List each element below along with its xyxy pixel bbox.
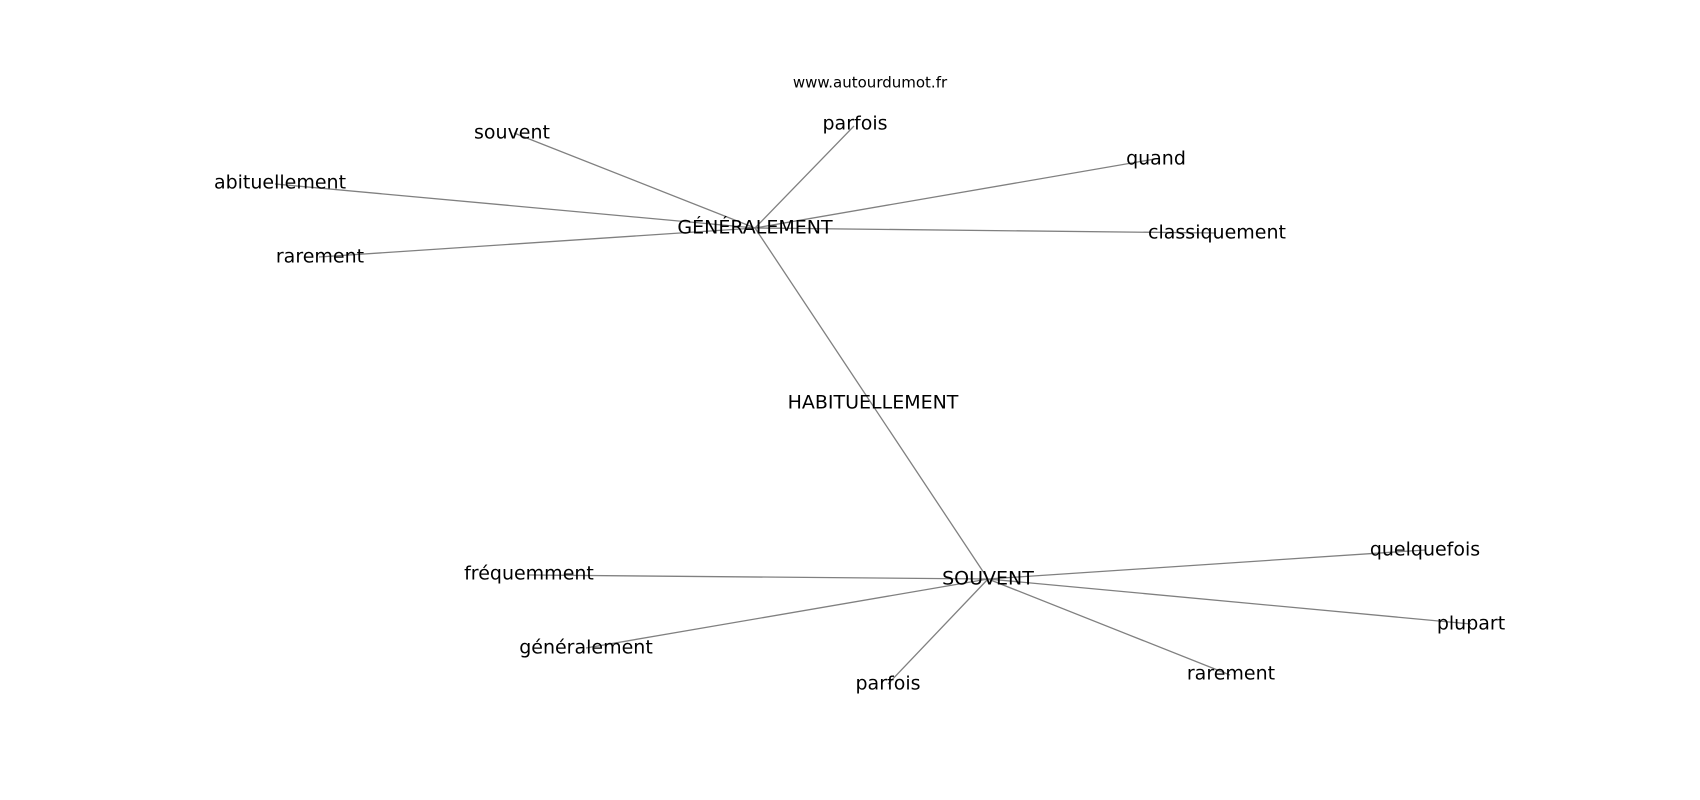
hub-label-generalement: GÉNÉRALEMENT <box>677 216 833 239</box>
edge-souvent-rarement <box>987 578 1231 676</box>
edge-generalement-souvent <box>513 132 756 229</box>
edge-generalement-classiquement <box>754 227 1217 234</box>
edge-souvent-plupart <box>987 578 1472 625</box>
node-rarement-top: rarement <box>276 246 364 268</box>
edge-souvent-generalement <box>585 578 989 649</box>
node-rarement-bottom: rarement <box>1187 663 1275 685</box>
node-souvent: souvent <box>474 122 550 144</box>
hub-label-souvent: SOUVENT <box>942 568 1034 590</box>
edge-souvent-quelquefois <box>987 549 1426 580</box>
edges-souvent <box>528 549 1472 685</box>
node-quand: quand <box>1126 148 1186 170</box>
node-quelquefois: quelquefois <box>1370 539 1480 561</box>
edge-generalement-quand <box>754 158 1156 229</box>
edge-souvent-parfois <box>887 578 989 685</box>
node-classiquement: classiquement <box>1148 222 1286 244</box>
edge-generalement-souvent-hub <box>754 227 989 580</box>
node-frequemment: fréquemment <box>464 563 594 585</box>
edge-souvent-frequemment <box>528 574 989 580</box>
node-plupart: plupart <box>1437 613 1505 635</box>
edge-generalement-abituellement <box>274 183 756 229</box>
node-generalement: généralement <box>519 637 653 659</box>
node-abituellement: abituellement <box>214 172 346 194</box>
node-parfois-bottom: parfois <box>855 673 920 695</box>
node-parfois-top: parfois <box>822 113 887 135</box>
edge-generalement-parfois <box>754 125 855 229</box>
edges-generalement <box>274 125 1217 580</box>
center-label: HABITUELLEMENT <box>788 392 959 414</box>
source-watermark: www.autourdumot.fr <box>793 74 948 92</box>
edge-generalement-rarement <box>318 227 756 258</box>
